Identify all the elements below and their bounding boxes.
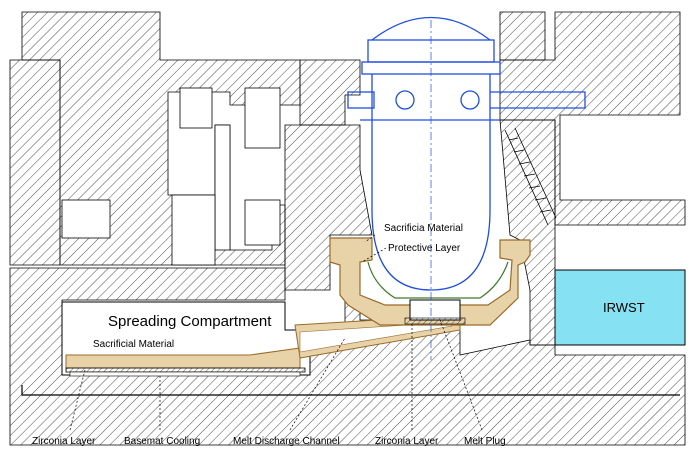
left-column (9, 59, 61, 266)
core-catcher (329, 237, 531, 326)
access-ladder (504, 127, 557, 226)
callout-zirconia-layer-right: Zirconia Layer (375, 436, 439, 447)
callout-zirconia-layer-left: Zirconia Layer (32, 436, 96, 447)
label-sacrificial-material-upper: Sacrificia Material (384, 223, 463, 234)
concrete-structure (9, 11, 686, 446)
right-top-column (499, 11, 546, 61)
vessel-body (371, 74, 491, 291)
callout-basemat-cooling: Basemat Cooling (124, 436, 200, 447)
sacrificial-crucible (329, 237, 531, 326)
cavity-wall-left (284, 124, 373, 291)
vessel-dome (371, 16, 491, 41)
protective-layer (367, 261, 509, 299)
room-lower-left-shaft (171, 194, 216, 266)
callout-melt-plug: Melt Plug (464, 436, 506, 447)
reactor-pressure-vessel (347, 16, 586, 360)
label-irwst: IRWST (603, 300, 645, 315)
irwst-water (554, 269, 686, 346)
basemat-cooling-channel (69, 371, 301, 377)
nozzle-inner-left (395, 90, 415, 110)
foundation-outline (21, 385, 680, 396)
label-sacrificial-material-lower: Sacrificial Material (93, 339, 174, 350)
room-upper-right (244, 87, 281, 149)
nozzle-left (347, 91, 375, 109)
room-middle-left (61, 199, 111, 239)
irwst-pool (554, 269, 686, 346)
nozzle-inner-right (460, 90, 480, 110)
cavity-wall-right (499, 119, 556, 346)
melt-discharge-channel (294, 314, 461, 359)
spreading-zirconia-layer (65, 367, 306, 373)
callout-melt-discharge-channel: Melt Discharge Channel (233, 436, 340, 447)
label-protective-layer: Protective Layer (388, 243, 461, 254)
callout-leaders (69, 234, 483, 431)
room-middle-right (244, 199, 281, 246)
melt-plug-zirconia (404, 317, 466, 325)
room-upper-left (179, 87, 213, 129)
melt-plug (409, 299, 461, 321)
room-shaft (214, 124, 231, 251)
label-spreading-compartment: Spreading Compartment (108, 313, 272, 330)
rooms (61, 87, 281, 266)
nozzle-right-pipe (490, 91, 586, 109)
